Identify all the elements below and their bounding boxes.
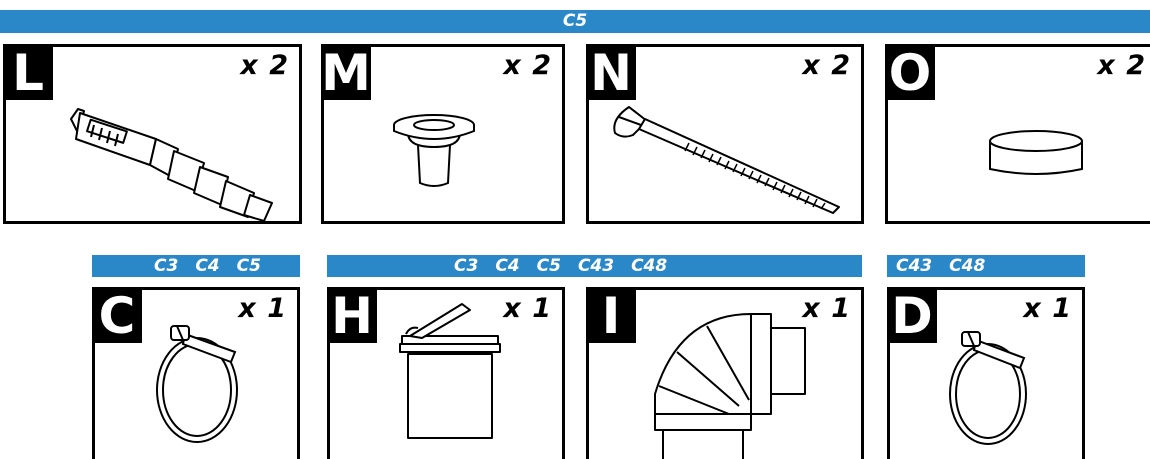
band-code: C4 [495,256,520,276]
part-letter: M [321,44,371,102]
cap-icon [888,47,1150,221]
part-box-l: L x 2 [3,44,302,224]
band-code: C5 [562,11,588,31]
screw-icon [589,47,861,221]
band-code: C5 [236,256,261,276]
band-code: C5 [536,256,561,276]
part-box-n: N x 2 [586,44,864,224]
part-letter: O [888,47,935,102]
band-c43-c48: C43 C48 [887,255,1085,277]
part-box-i: I x 1 [586,287,864,459]
band-code: C3 [154,256,179,276]
part-quantity: x 2 [240,50,289,81]
part-box-d: D x 1 [887,287,1085,459]
hose-clamp-icon [890,290,1082,459]
part-quantity: x 2 [1097,50,1146,81]
part-letter: H [330,290,377,345]
part-letter: D [890,290,937,345]
band-c5: C5 [0,10,1150,33]
part-box-o: O x 2 [885,44,1150,224]
part-quantity: x 1 [503,293,552,324]
part-box-c: C x 1 [92,287,300,459]
band-c3-c4-c5: C3 C4 C5 [92,255,300,277]
band-code: C43 [577,256,615,276]
band-code: C43 [896,256,933,276]
part-quantity: x 2 [503,50,552,81]
part-quantity: x 2 [802,50,851,81]
part-quantity: x 1 [238,293,287,324]
elbow-pipe-icon [589,290,861,459]
valve-adapter-icon [330,290,562,459]
band-code: C3 [454,256,479,276]
part-letter: L [6,47,53,102]
part-letter: N [589,47,636,102]
band-code: C4 [195,256,220,276]
band-code: C48 [949,256,986,276]
bushing-icon [324,47,562,221]
part-letter: I [589,290,636,345]
hose-clamp-icon [95,290,297,459]
band-code: C48 [631,256,668,276]
part-letter: C [95,290,142,345]
part-box-m: M x 2 [321,44,565,224]
part-box-h: H x 1 [327,287,565,459]
part-quantity: x 1 [1023,293,1072,324]
wall-plug-icon [6,47,299,221]
band-c3-c4-c5-c43-c48: C3 C4 C5 C43 C48 [327,255,862,277]
part-quantity: x 1 [802,293,851,324]
